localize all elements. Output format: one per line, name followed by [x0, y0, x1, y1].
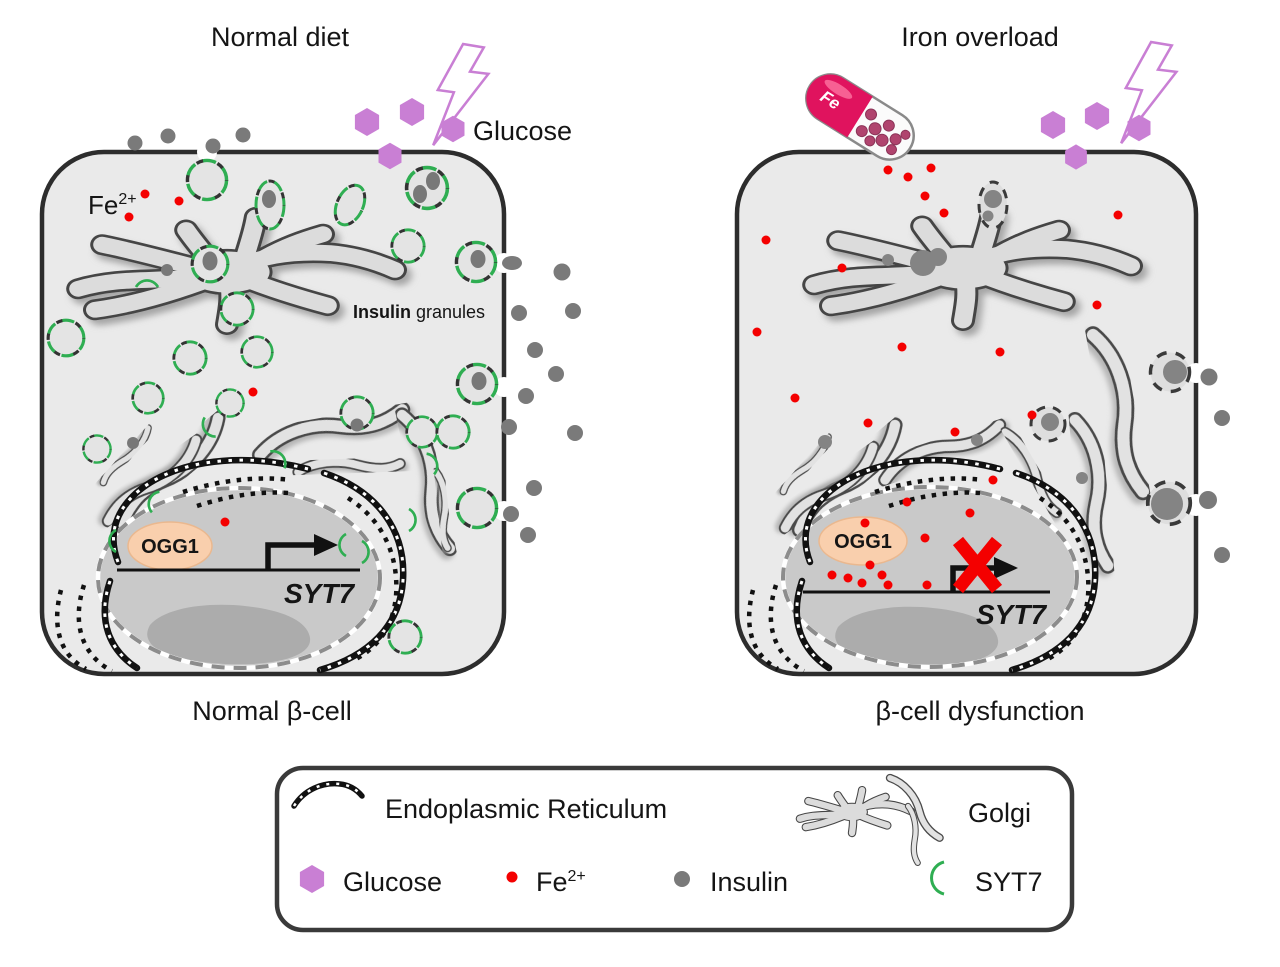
glucose-group-left: Glucose	[354, 42, 572, 170]
left-caption: Normal β-cell	[192, 696, 352, 726]
legend-glucose-label: Glucose	[343, 867, 442, 897]
ogg1-label-left: OGG1	[141, 536, 199, 558]
insulin-granules-right	[818, 180, 1193, 527]
legend-syt7-label: SYT7	[975, 867, 1043, 897]
legend-box	[274, 765, 1075, 933]
syt7-label-right: SYT7	[976, 599, 1047, 630]
fe-ions-left	[124, 189, 258, 397]
ogg1-right	[818, 516, 908, 566]
legend-insulin-label: Insulin	[710, 867, 788, 897]
cytoplasm-details-left	[108, 189, 442, 554]
legend-er-icon	[291, 780, 365, 809]
secreted-insulin-right	[1199, 368, 1230, 563]
fe-ions-right	[752, 163, 1123, 485]
er-membranes-right	[747, 456, 1099, 674]
insulin-granules-label: Insulin granules	[353, 302, 485, 322]
fe-ions-nucleus-right	[827, 497, 975, 590]
right-title: Iron overload	[901, 22, 1059, 52]
normal-cell-panel: OGG1 SYT7	[39, 22, 583, 726]
fe-label-left: Fe2+	[88, 190, 137, 220]
nucleus-right	[780, 484, 1080, 670]
transcription-arrow-left	[314, 534, 338, 556]
legend-syt7-icon	[930, 860, 945, 896]
legend-fe-label: Fe2+	[536, 867, 586, 897]
syt7-gene-right: OGG1 SYT7	[803, 497, 1050, 630]
syt7-label-left: SYT7	[284, 578, 355, 609]
right-caption: β-cell dysfunction	[875, 696, 1084, 726]
glucose-label-left: Glucose	[473, 116, 572, 146]
legend-golgi-label: Golgi	[968, 798, 1031, 828]
transcription-arrow-right	[994, 557, 1018, 579]
left-title: Normal diet	[211, 22, 350, 52]
legend: Endoplasmic Reticulum Golgi Glucose Fe2+…	[274, 765, 1075, 933]
blocked-x	[952, 536, 1003, 594]
dysfunction-cell-panel: OGG1 SYT7	[734, 22, 1230, 726]
ogg1-label-right: OGG1	[834, 531, 892, 553]
iron-pill: Fe	[805, 73, 915, 161]
syt7-gene-left: OGG1 SYT7	[117, 517, 370, 609]
nucleolus-right	[835, 606, 999, 667]
er-membranes-left	[55, 456, 407, 674]
secreted-insulin-left	[127, 127, 583, 543]
legend-insulin-icon	[674, 871, 690, 887]
insulin-granules-left	[46, 158, 499, 655]
nucleolus-left	[147, 604, 311, 665]
legend-fe-icon	[506, 871, 518, 883]
legend-er-label: Endoplasmic Reticulum	[385, 794, 667, 824]
